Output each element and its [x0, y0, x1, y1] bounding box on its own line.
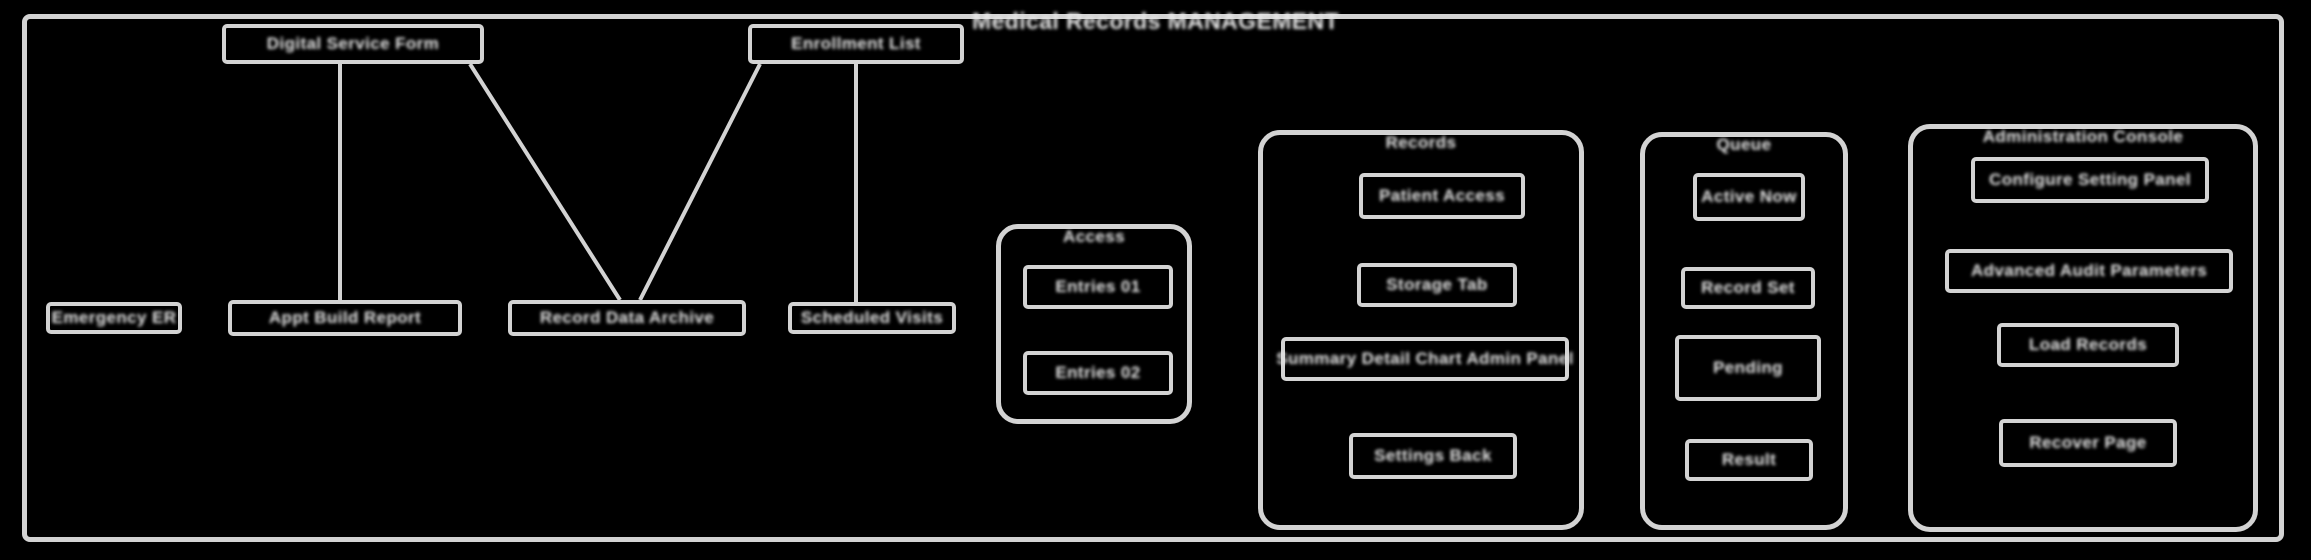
node-bot-1-label: Emergency ER [51, 308, 177, 327]
panel-queue-item-1-label: Record Set [1701, 278, 1795, 297]
panel-access-title: Access [1063, 227, 1125, 246]
panel-admin-item-1[interactable]: Advanced Audit Parameters [1945, 249, 2233, 293]
page-title: Medical Records MANAGEMENT [972, 8, 1339, 34]
panel-access-item-0-label: Entries 01 [1055, 277, 1141, 296]
panel-queue-item-1[interactable]: Record Set [1681, 267, 1815, 309]
panel-admin-item-1-label: Advanced Audit Parameters [1970, 261, 2208, 280]
panel-queue-item-2-label: Pending [1713, 358, 1783, 377]
panel-records-title: Records [1385, 133, 1457, 152]
panel-records-item-2[interactable]: Summary Detail Chart Admin Panel [1276, 337, 1573, 381]
panel-access-item-1[interactable]: Entries 02 [1023, 351, 1173, 395]
node-bot-2[interactable]: Appt Build Report [228, 300, 462, 336]
panel-admin-item-2-label: Load Records [2028, 335, 2148, 354]
panel-queue-title: Queue [1716, 135, 1772, 154]
panel-records-item-1[interactable]: Storage Tab [1357, 263, 1517, 307]
panel-admin-item-2[interactable]: Load Records [1997, 323, 2179, 367]
node-bot-4-label: Scheduled Visits [800, 308, 944, 327]
panel-queue-item-3-label: Result [1721, 450, 1777, 469]
edge-1 [468, 62, 622, 302]
panel-queue-item-2[interactable]: Pending [1675, 335, 1821, 401]
panel-admin-title: Administration Console [1982, 127, 2184, 146]
node-bot-3-label: Record Data Archive [539, 308, 715, 327]
edge-3 [638, 63, 762, 301]
node-top-right[interactable]: Enrollment List [748, 24, 964, 64]
node-top-left[interactable]: Digital Service Form [222, 24, 484, 64]
panel-records-item-3[interactable]: Settings Back [1349, 433, 1517, 479]
panel-records-item-0[interactable]: Patient Access [1359, 173, 1525, 219]
panel-records-item-1-label: Storage Tab [1386, 275, 1488, 294]
panel-records-item-0-label: Patient Access [1379, 186, 1505, 205]
panel-admin-item-3[interactable]: Recover Page [1999, 419, 2177, 467]
panel-queue-item-0-label: Active Now [1701, 187, 1797, 206]
panel-records-item-2-label: Summary Detail Chart Admin Panel [1276, 349, 1574, 368]
node-bot-3[interactable]: Record Data Archive [508, 300, 746, 336]
panel-admin-item-0-label: Configure Setting Panel [1989, 170, 2191, 189]
panel-queue-item-0[interactable]: Active Now [1693, 173, 1805, 221]
node-top-left-label: Digital Service Form [266, 34, 440, 53]
panel-records-item-3-label: Settings Back [1374, 446, 1492, 465]
panel-queue-item-3[interactable]: Result [1685, 439, 1813, 481]
node-bot-2-label: Appt Build Report [268, 308, 422, 327]
panel-admin-item-3-label: Recover Page [2029, 433, 2147, 452]
panel-access-item-1-label: Entries 02 [1055, 363, 1141, 382]
panel-admin-item-0[interactable]: Configure Setting Panel [1971, 157, 2209, 203]
panel-access-item-0[interactable]: Entries 01 [1023, 265, 1173, 309]
node-top-right-label: Enrollment List [791, 34, 921, 53]
diagram-outer-frame [22, 14, 2284, 542]
node-bot-4[interactable]: Scheduled Visits [788, 302, 956, 334]
node-bot-1[interactable]: Emergency ER [46, 302, 182, 334]
